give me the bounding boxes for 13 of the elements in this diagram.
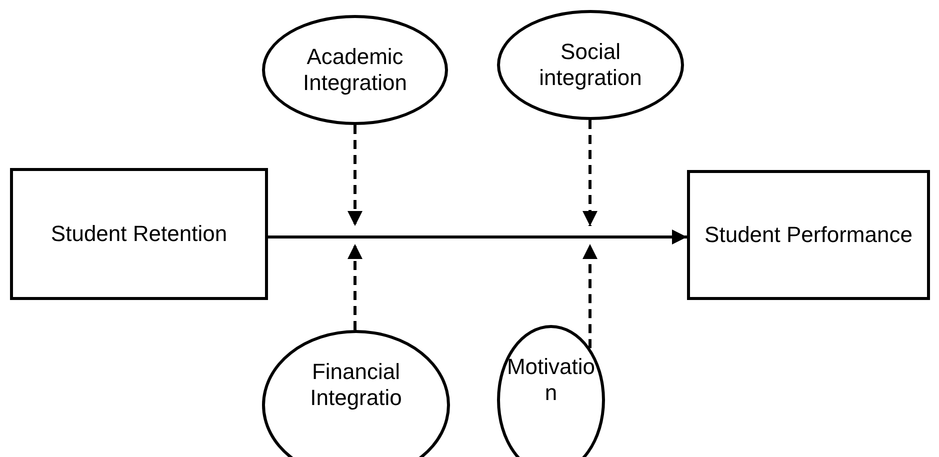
node-label: Motivatio n bbox=[506, 354, 596, 406]
arrow bbox=[348, 244, 362, 330]
node-label: Student Retention bbox=[50, 221, 228, 247]
arrow bbox=[582, 120, 598, 226]
node-label: Social integration bbox=[538, 39, 643, 91]
arrow bbox=[582, 244, 598, 348]
arrow bbox=[348, 125, 362, 226]
rectangle-node bbox=[687, 170, 930, 300]
arrow bbox=[268, 230, 687, 244]
node-label: Academic Integration bbox=[302, 44, 408, 96]
node-label: Financial Integratio bbox=[309, 359, 403, 411]
rectangle-node bbox=[10, 168, 268, 300]
node-label: Student Performance bbox=[704, 222, 914, 248]
